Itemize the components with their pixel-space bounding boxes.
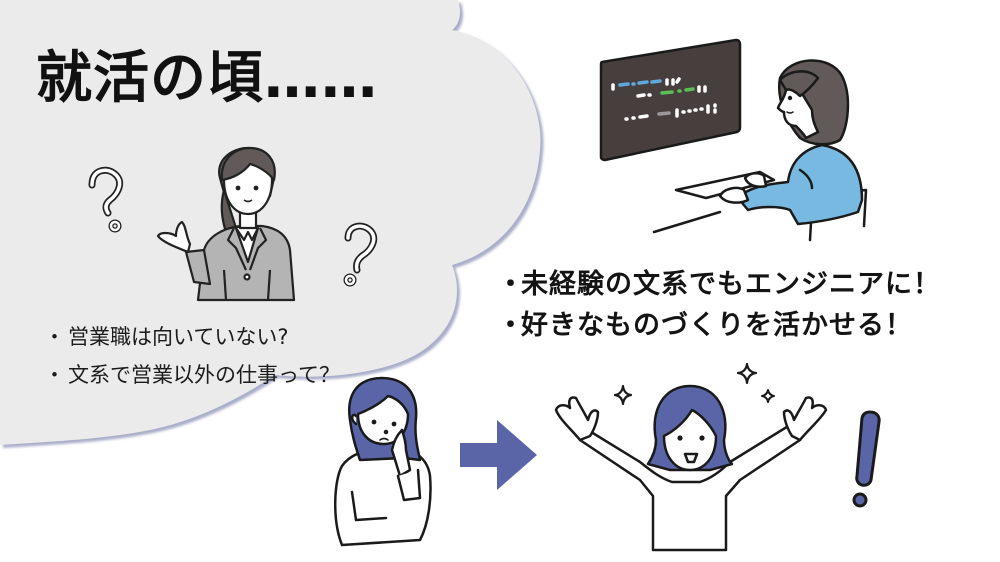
monitor [599, 38, 742, 162]
worry-list: ・営業職は向いていない? ・文系で営業以外の仕事って？ [44, 318, 340, 394]
sparkle-icon [736, 362, 758, 385]
outcome-item: ・未経験の文系でもエンジニアに！ [497, 269, 941, 300]
exclamation-icon [852, 410, 881, 508]
sparkle-icon [761, 389, 775, 403]
outcome-list: ・未経験の文系でもエンジニアに！ ・好きなものづくりを活かせる！ [497, 264, 941, 346]
worry-item: ・文系で営業以外の仕事って？ [44, 363, 340, 387]
page-title: 就活の頃…… [36, 46, 378, 111]
outcome-item: ・好きなものづくりを活かせる！ [497, 310, 913, 341]
sparkle-icon [613, 384, 633, 406]
worry-item: ・営業職は向いていない? [44, 325, 289, 349]
